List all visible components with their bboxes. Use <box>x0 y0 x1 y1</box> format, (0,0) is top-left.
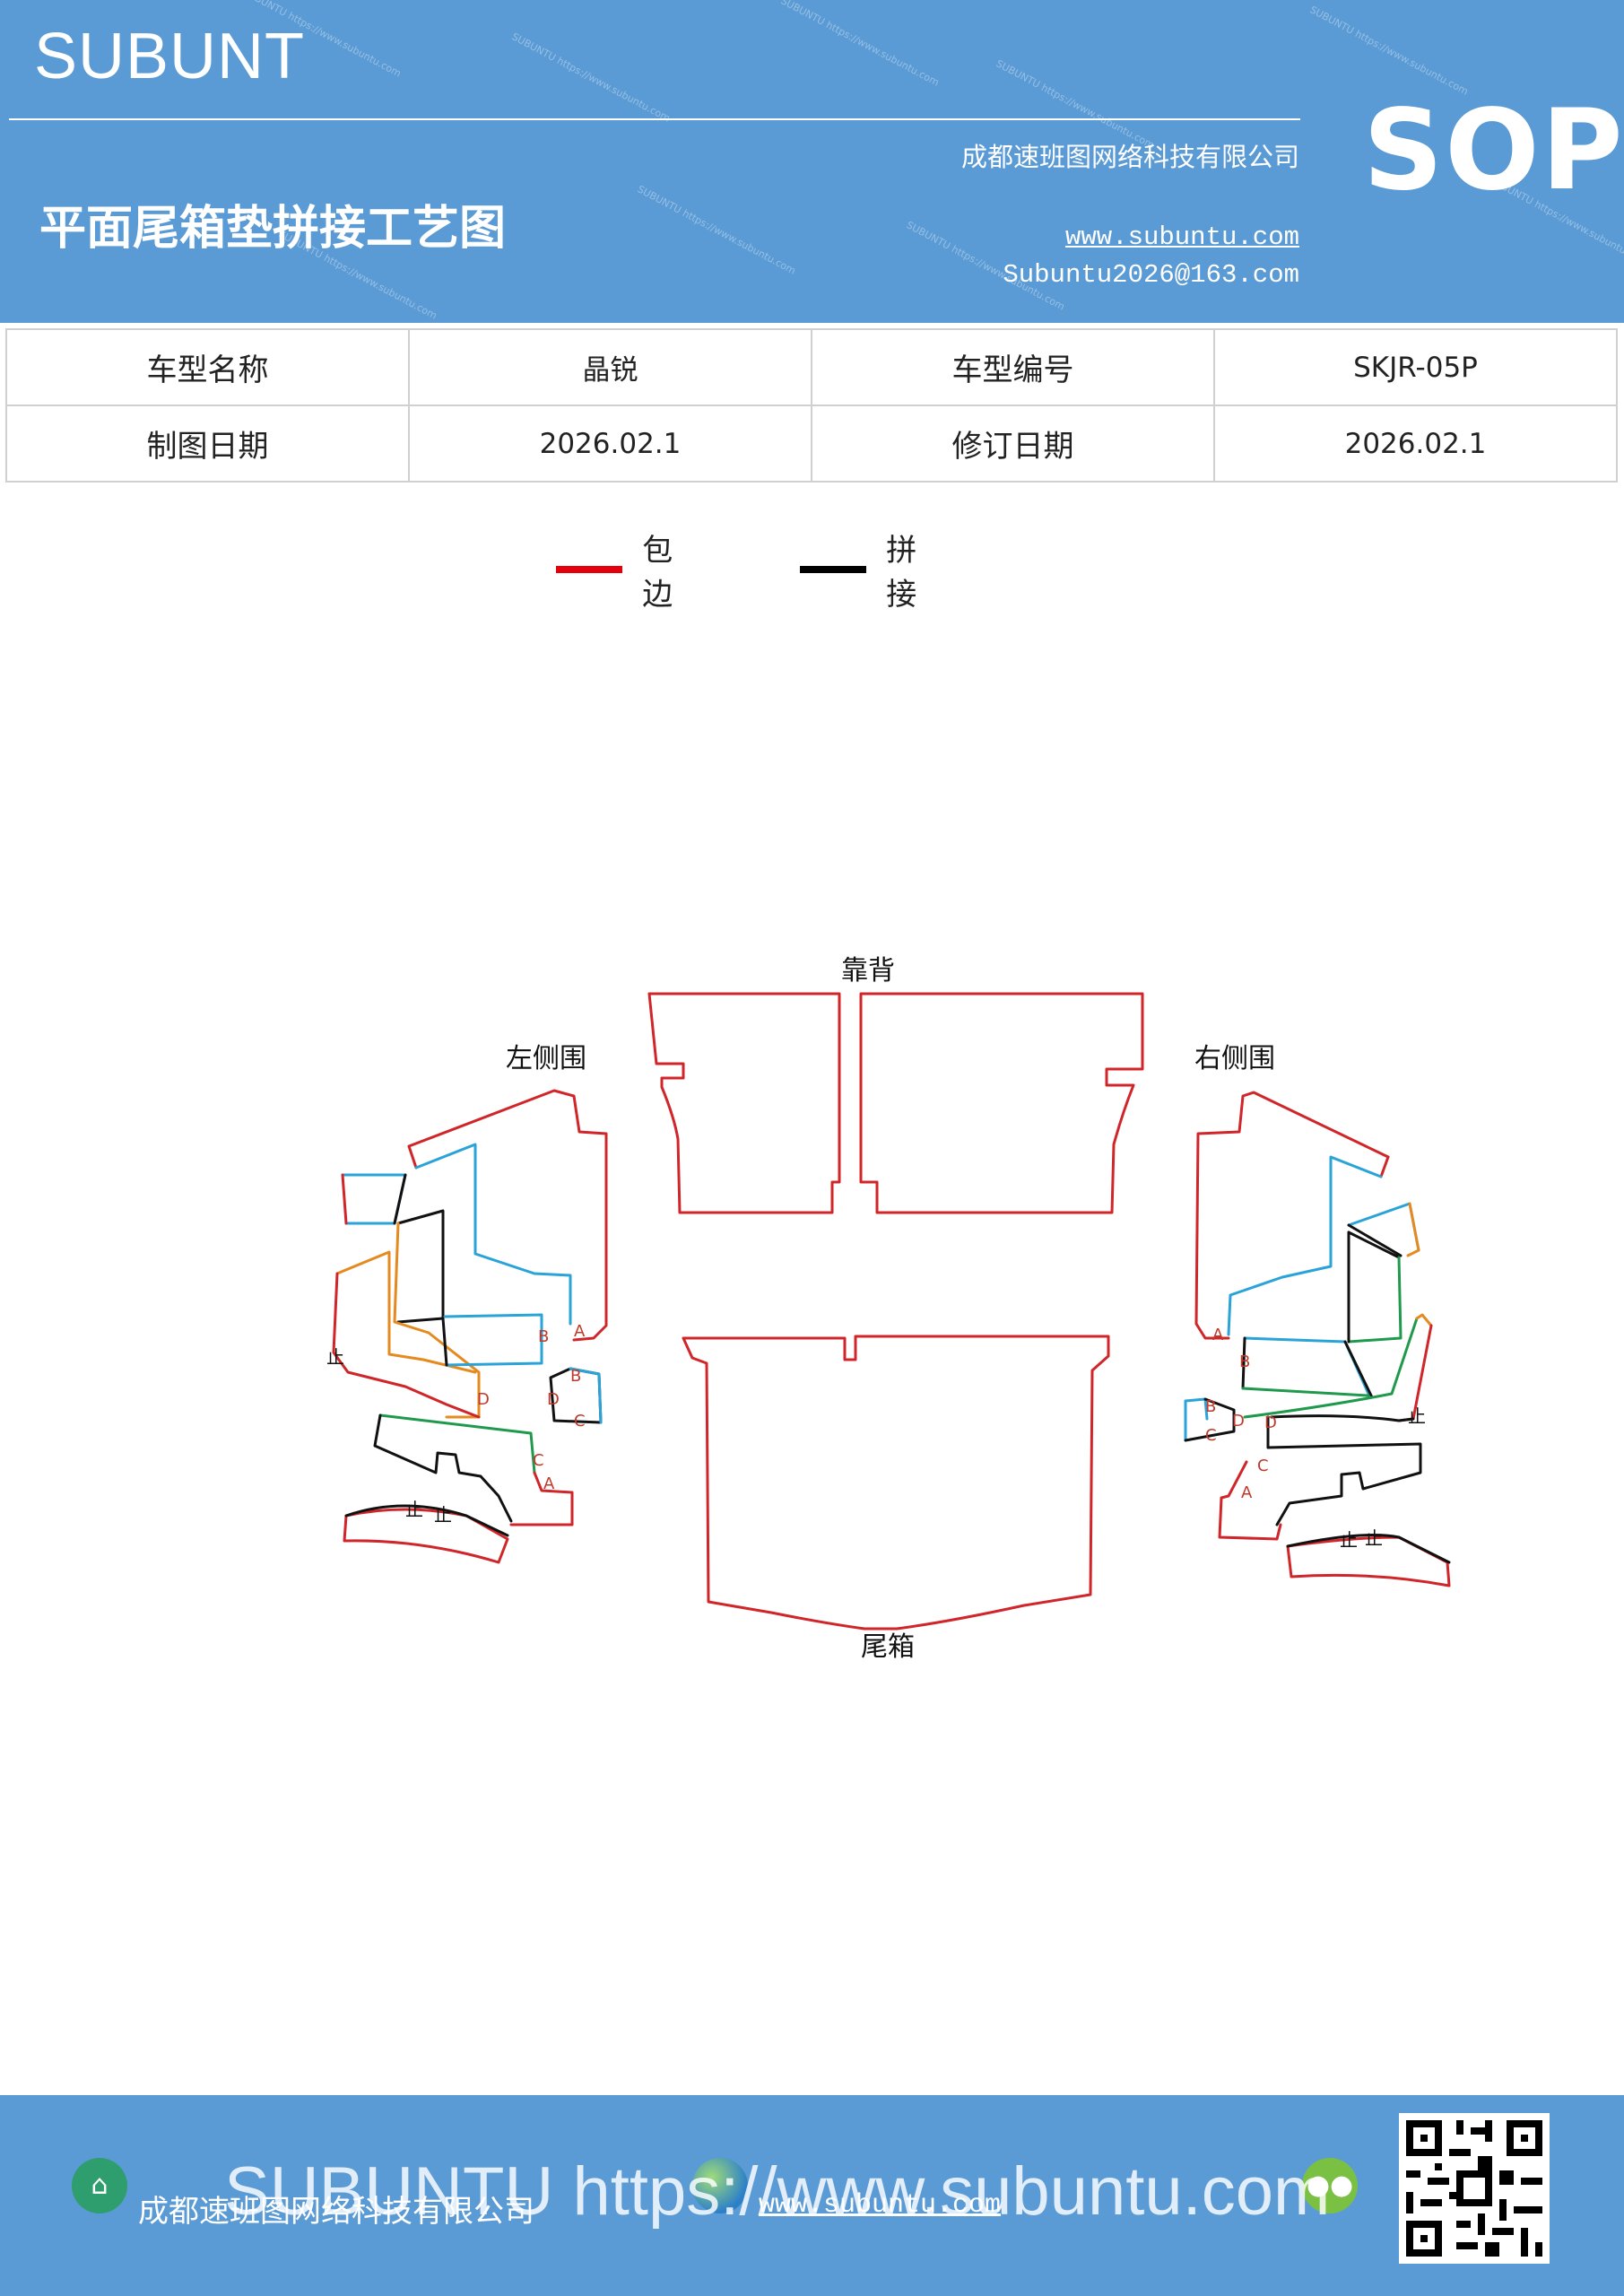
vehicle-info-table: 车型名称 晶锐 车型编号 SKJR-05P 制图日期 2026.02.1 修订日… <box>5 328 1618 483</box>
trunk-floor-panel <box>682 1335 1110 1631</box>
stop-marker: 止 <box>1365 1527 1383 1549</box>
footer-banner: ⌂ 成都速班图网络科技有限公司 www.subuntu.com ●● SUBUN… <box>0 2095 1624 2296</box>
left-side-seam-2 <box>396 1209 445 1324</box>
revision-date-value: 2026.02.1 <box>1213 404 1618 483</box>
right-side-clip-blue <box>1184 1397 1209 1442</box>
left-side-bottom-edge <box>509 1471 574 1526</box>
left-side-orange-seam <box>393 1222 481 1419</box>
right-side-blue-seam <box>1227 1155 1383 1336</box>
right-side-orange-edge <box>1406 1202 1420 1257</box>
point-label-c: C <box>533 1451 544 1470</box>
stop-marker: 止 <box>434 1504 452 1526</box>
table-row: 制图日期 2026.02.1 修订日期 2026.02.1 <box>5 404 1618 483</box>
left-side-green-seam <box>378 1413 536 1474</box>
right-side-green-piece <box>1347 1256 1403 1344</box>
model-name-value: 晶锐 <box>408 328 812 406</box>
sop-badge: SOP <box>1363 86 1624 215</box>
right-side-strip <box>1286 1535 1451 1587</box>
point-label-a: A <box>543 1474 555 1493</box>
point-label-b: B <box>1239 1352 1250 1371</box>
footer-website-link[interactable]: www.subuntu.com <box>759 2190 1002 2221</box>
wechat-icon: ●● <box>1302 2158 1358 2213</box>
left-side-lower-edge <box>332 1272 481 1419</box>
right-side-bottom-edge <box>1218 1460 1282 1541</box>
company-name: 成都速班图网络科技有限公司 <box>960 142 1299 172</box>
stop-marker: 止 <box>1340 1529 1358 1551</box>
left-side-seam-1 <box>393 1173 407 1225</box>
right-side-orange-strip <box>1415 1313 1433 1327</box>
backrest-right-panel <box>859 992 1144 1214</box>
model-name-label: 车型名称 <box>5 328 410 406</box>
globe-icon <box>692 2158 748 2213</box>
right-side-seam-3 <box>1241 1336 1374 1399</box>
point-label-c: C <box>1257 1457 1269 1475</box>
right-side-strip-seam <box>1286 1534 1451 1564</box>
email-address[interactable]: Subuntu2026@163.com <box>1003 260 1299 290</box>
right-side-bottom-piece <box>1266 1442 1422 1526</box>
point-label-a: A <box>574 1322 586 1341</box>
left-side-square-edge <box>341 1173 348 1225</box>
backrest-left-panel <box>647 992 841 1214</box>
right-side-green-seam <box>1241 1317 1419 1419</box>
legend-label: 包边 <box>642 533 673 613</box>
right-side-main-edge <box>1194 1091 1390 1340</box>
stop-marker: 止 <box>326 1346 344 1368</box>
footer-company-name: 成都速班图网络科技有限公司 <box>138 2194 534 2230</box>
label-backrest: 靠背 <box>841 955 895 987</box>
point-label-d: D <box>1232 1412 1245 1431</box>
header-divider <box>9 118 1300 120</box>
brand-logo-text: SUBUNT <box>34 21 306 92</box>
left-side-blue-rect <box>443 1313 543 1367</box>
right-side-blue-rect <box>1243 1336 1370 1396</box>
model-code-value: SKJR-05P <box>1213 328 1618 406</box>
page-title: 平面尾箱垫拼接工艺图 <box>39 201 507 256</box>
point-label-a: A <box>1212 1326 1224 1344</box>
point-label-a: A <box>1241 1483 1253 1502</box>
left-side-strip <box>343 1508 509 1564</box>
right-side-small-edge <box>1379 1155 1390 1178</box>
stop-marker: 止 <box>1408 1405 1426 1427</box>
left-side-strip-seam <box>344 1504 509 1537</box>
stop-marker: 止 <box>405 1499 423 1520</box>
footer-watermark: SUBUNTU https://www.subuntu.com <box>224 2153 1331 2230</box>
header-banner: SUBUNTU https://www.subuntu.com SUBUNTU … <box>0 0 1624 323</box>
label-left-side: 左侧围 <box>506 1043 586 1074</box>
draw-date-value: 2026.02.1 <box>408 404 812 483</box>
point-label-d: D <box>547 1390 560 1409</box>
website-link[interactable]: www.subuntu.com <box>1064 222 1299 252</box>
left-side-clip-blue <box>569 1367 603 1424</box>
right-side-black-curve <box>1270 1414 1415 1422</box>
legend-item-edge: 包边 <box>556 526 690 613</box>
legend-swatch-black <box>800 566 867 573</box>
model-code-label: 车型编号 <box>811 328 1215 406</box>
point-label-b: B <box>538 1327 549 1346</box>
left-side-bottom-piece <box>373 1413 513 1523</box>
label-trunk: 尾箱 <box>861 1631 915 1663</box>
point-label-d: D <box>1264 1413 1277 1432</box>
left-side-small-edge <box>407 1144 418 1170</box>
table-row: 车型名称 晶锐 车型编号 SKJR-05P <box>5 328 1618 406</box>
legend-swatch-red <box>556 566 623 573</box>
label-right-side: 右侧围 <box>1194 1043 1275 1074</box>
point-label-b: B <box>1205 1397 1216 1416</box>
left-side-blue-seam <box>414 1143 572 1326</box>
left-side-orange-piece <box>335 1250 477 1374</box>
left-side-main-edge <box>407 1089 608 1342</box>
point-label-c: C <box>1205 1426 1217 1445</box>
draw-date-label: 制图日期 <box>5 404 410 483</box>
left-side-seam-3 <box>441 1317 448 1367</box>
right-side-clip-seam <box>1184 1397 1236 1442</box>
legend-item-seam: 拼接 <box>800 526 934 613</box>
point-label-c: C <box>574 1412 586 1431</box>
revision-date-label: 修订日期 <box>811 404 1215 483</box>
point-label-d: D <box>477 1390 490 1409</box>
legend-label: 拼接 <box>886 533 917 613</box>
building-icon: ⌂ <box>72 2158 127 2213</box>
qr-code <box>1399 2113 1550 2264</box>
point-label-b: B <box>570 1367 581 1386</box>
right-side-blue-small <box>1347 1202 1420 1252</box>
right-side-seam-1 <box>1347 1223 1403 1259</box>
